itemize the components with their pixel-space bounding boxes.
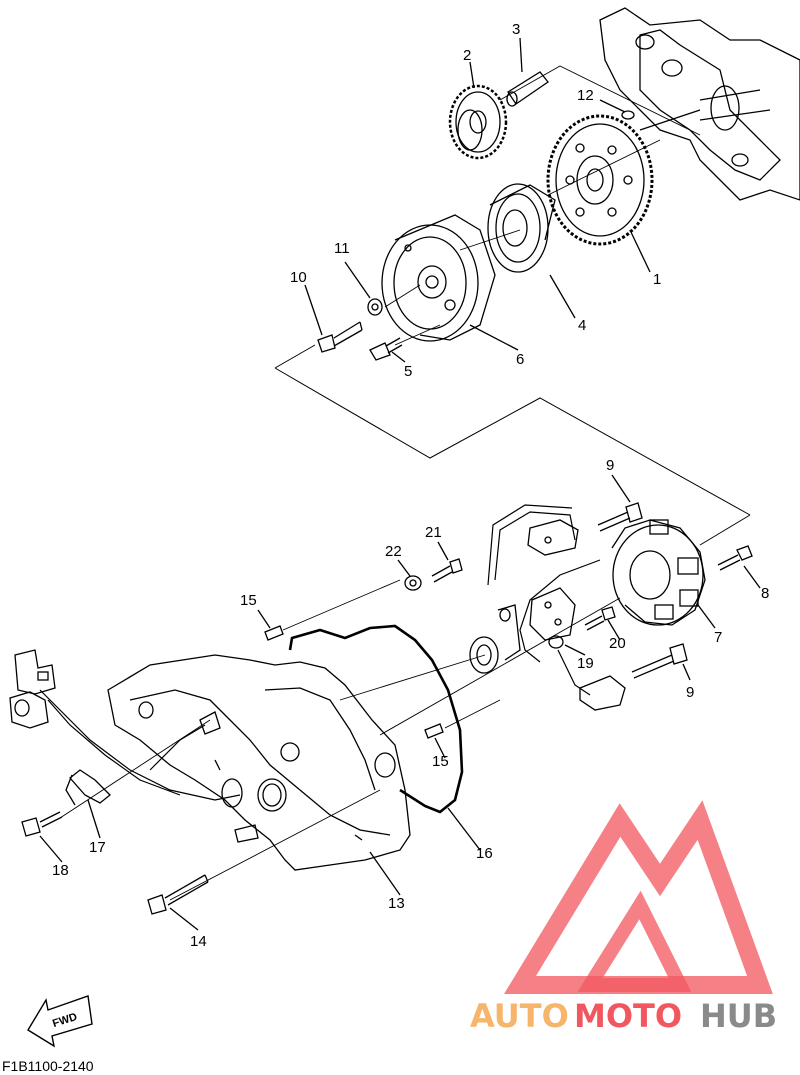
callout-15-lower: 15 [432, 753, 449, 770]
callout-22: 22 [385, 543, 402, 560]
washer-part-11 [367, 298, 383, 316]
callout-17: 17 [89, 839, 106, 856]
watermark-logo: AUTO MOTO HUB [470, 800, 777, 1035]
bolt-part-21 [431, 558, 463, 583]
callout-12: 12 [577, 87, 594, 104]
callout-8: 8 [761, 585, 769, 602]
callout-4: 4 [578, 317, 586, 334]
diagram-code: F1B1100-2140 [2, 1058, 94, 1074]
wire-clamp [199, 711, 221, 735]
callout-11: 11 [334, 240, 350, 257]
callout-20: 20 [609, 635, 626, 652]
watermark-part-2: MOTO [574, 997, 682, 1035]
grommet [469, 604, 521, 674]
watermark-part-3: HUB [700, 997, 777, 1035]
bolt-part-5 [369, 337, 403, 361]
bolt-part-9-upper [597, 502, 643, 532]
callout-9-lower: 9 [686, 684, 694, 701]
dowel-pin-part-15-upper [264, 625, 284, 641]
callout-6: 6 [516, 351, 524, 368]
watermark-part-1: AUTO [470, 997, 569, 1035]
dowel-pin-part-15-lower [424, 723, 444, 739]
connector-upper [527, 519, 579, 556]
bolt-part-14 [147, 874, 209, 915]
bolt-part-9-lower [631, 643, 688, 679]
bolt-part-18 [21, 811, 63, 837]
idler-gear-part-2 [448, 84, 508, 160]
callout-10: 10 [290, 269, 307, 286]
connector-left-upper [14, 649, 56, 695]
rotor-part-6 [381, 214, 496, 342]
cover-part-13 [107, 654, 411, 871]
clip-part-17 [65, 769, 111, 806]
stator-part-7 [611, 519, 706, 626]
crankcase [599, 7, 800, 201]
callout-3: 3 [512, 21, 520, 38]
washer-part-22 [404, 575, 422, 591]
callout-16: 16 [476, 845, 493, 862]
connector-lower [579, 675, 626, 711]
callout-13: 13 [388, 895, 405, 912]
callout-15-upper: 15 [240, 592, 257, 609]
callout-7: 7 [714, 629, 722, 646]
connector-left-lower [9, 691, 49, 729]
key-part-12 [621, 110, 635, 120]
bolt-part-8 [717, 545, 753, 571]
callout-2: 2 [463, 47, 471, 64]
clutch-part-4 [487, 183, 556, 273]
callout-21: 21 [425, 524, 442, 541]
callout-1: 1 [653, 271, 661, 288]
fwd-arrow-icon: FWD [27, 995, 93, 1048]
bolt-part-10 [317, 321, 363, 353]
callout-5: 5 [404, 363, 412, 380]
starter-gear-part-1 [546, 114, 654, 246]
callout-9-upper: 9 [606, 457, 614, 474]
callout-14: 14 [190, 933, 207, 950]
callout-19: 19 [577, 655, 594, 672]
callout-18: 18 [52, 862, 69, 879]
bolt-part-20 [584, 606, 616, 631]
pin-part-3 [506, 71, 549, 107]
gasket-part-16 [288, 624, 464, 814]
pickup-plate [529, 587, 576, 649]
